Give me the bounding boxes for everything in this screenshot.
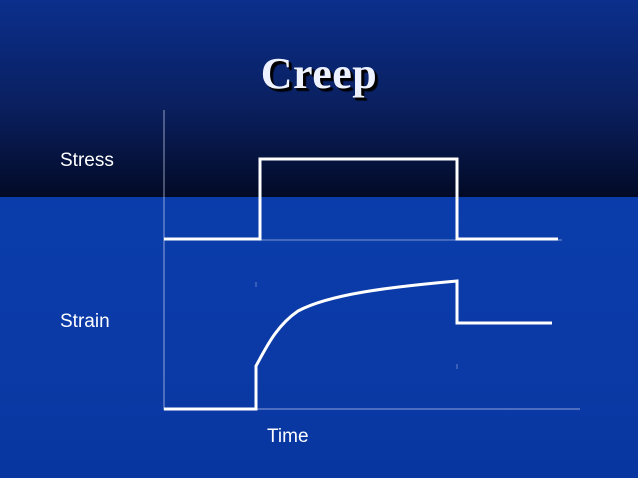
diagram-area bbox=[0, 197, 638, 478]
time-label: Time bbox=[267, 426, 309, 447]
strain-curve bbox=[164, 279, 552, 411]
title-band bbox=[0, 0, 638, 197]
slide-title: Creep bbox=[260, 49, 378, 98]
stress-curve bbox=[164, 157, 558, 241]
strain-label: Strain bbox=[60, 311, 110, 332]
stress-label: Stress bbox=[60, 150, 114, 171]
